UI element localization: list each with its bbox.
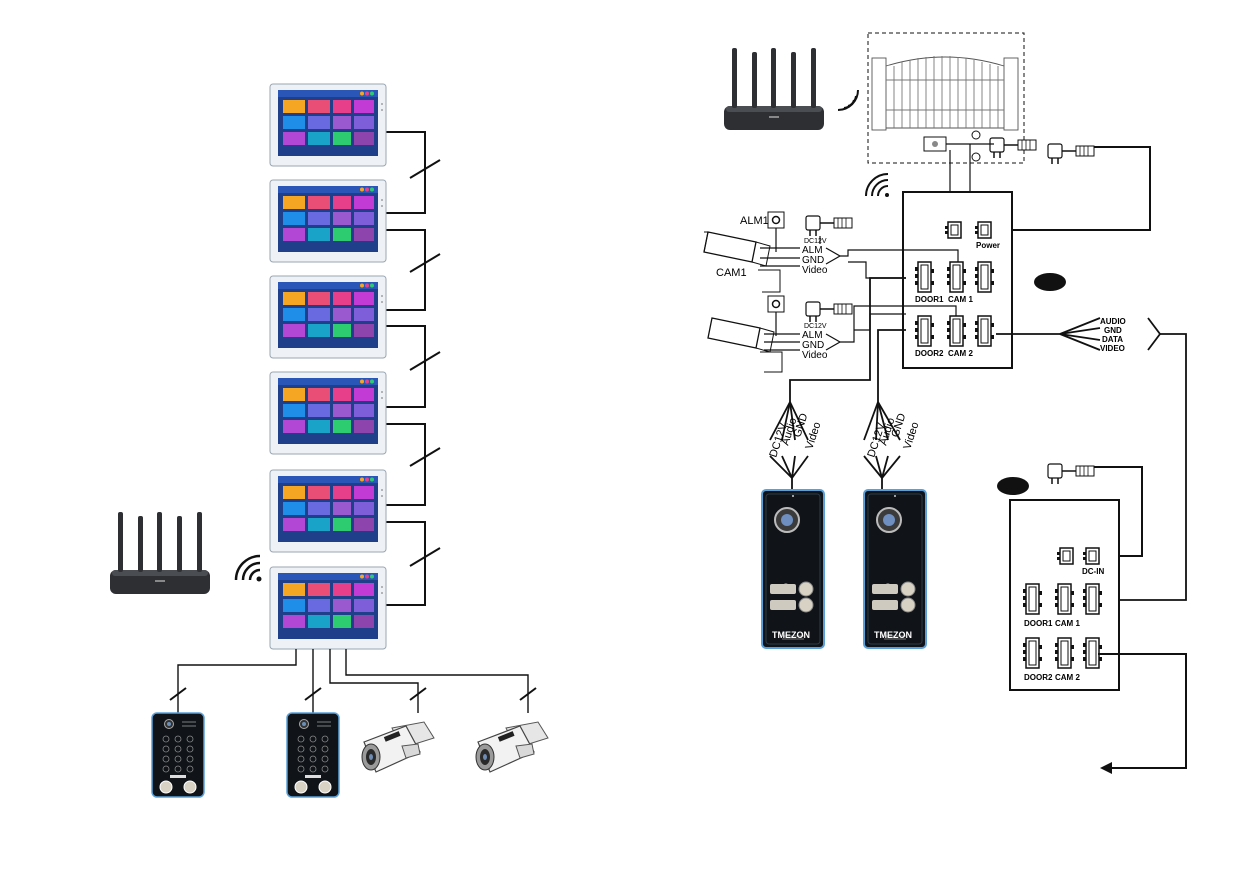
ext-cam1-port <box>1054 583 1075 615</box>
svg-text:DC12V: DC12V <box>804 238 827 245</box>
router-icon <box>724 48 824 130</box>
ext-port-label-door1: DOOR1 <box>1024 619 1053 628</box>
svg-text:DC12V: DC12V <box>804 323 827 330</box>
monitor-bus-wiring <box>386 131 441 606</box>
camera-adapter-icon <box>805 215 853 237</box>
svg-text:Video: Video <box>802 265 828 276</box>
svg-text:DATA: DATA <box>1102 335 1123 344</box>
monitor-3 <box>269 275 387 359</box>
svg-text:ALM: ALM <box>802 245 823 256</box>
monitor-6 <box>269 566 387 650</box>
gate-icon <box>871 56 1019 131</box>
door-station-1 <box>761 489 825 649</box>
monitor-4 <box>269 371 387 455</box>
bus-continuation-wire <box>1098 653 1187 769</box>
bus-wire-labels: AUDIO GND DATA VIDEO <box>1100 317 1126 353</box>
wifi-icon <box>837 89 859 111</box>
cam1-port <box>946 261 967 293</box>
cam2-port <box>946 315 967 347</box>
monitor-5 <box>269 469 387 553</box>
ext-cam2-port <box>1054 637 1075 669</box>
svg-text:GND: GND <box>802 255 824 266</box>
door1-wire-labels: DC12V Audio GND Video <box>767 412 823 459</box>
ext-bus-port <box>1082 583 1103 615</box>
alarm-sensor-icon <box>767 211 785 229</box>
ext-port-label-cam1: CAM 1 <box>1055 619 1080 628</box>
power-label: Power <box>976 241 1000 250</box>
unit-badge-2 <box>997 477 1029 495</box>
camera-1-label: CAM1 <box>716 267 747 279</box>
door2-port <box>914 315 935 347</box>
bus-wiring <box>996 317 1187 601</box>
door-station-2-brand: TMEZON <box>874 630 912 640</box>
door-station-1-brand: TMEZON <box>772 630 810 640</box>
monitor-2 <box>269 179 387 263</box>
port-label-door2: DOOR2 <box>915 349 944 358</box>
left-system <box>110 83 549 798</box>
svg-text:GND: GND <box>802 340 824 351</box>
ext-port-label-cam2: CAM 2 <box>1055 673 1080 682</box>
port-label-cam2: CAM 2 <box>948 349 973 358</box>
unit-badge <box>1034 273 1066 291</box>
wifi-icon <box>234 554 263 583</box>
ext-port-label-door2: DOOR2 <box>1024 673 1053 682</box>
wifi-icon <box>865 173 889 197</box>
door1-port <box>914 261 935 293</box>
bus-port <box>974 261 995 293</box>
port-label-door1: DOOR1 <box>915 295 944 304</box>
port-label-cam1: CAM 1 <box>948 295 973 304</box>
camera-adapter-icon-2 <box>805 301 853 323</box>
camera-2-wire-labels: DC12V ALM GND Video <box>802 323 828 361</box>
arrow-left-icon <box>1100 762 1112 774</box>
camera-1-icon <box>703 231 781 293</box>
power-adapter-icon-2 <box>1047 463 1095 485</box>
alarm-label: ALM1 <box>740 215 769 227</box>
power-port <box>974 221 992 239</box>
svg-text:ALM: ALM <box>802 330 823 341</box>
power-wire <box>1000 146 1151 231</box>
svg-text:AUDIO: AUDIO <box>1100 317 1126 326</box>
dcin-label: DC-IN <box>1082 567 1104 576</box>
camera-1-wire-labels: DC12V ALM GND Video <box>802 238 828 276</box>
alarm-sensor-icon-2 <box>767 295 785 313</box>
bus-port-2 <box>974 315 995 347</box>
monitor-1 <box>269 83 387 167</box>
gate-area <box>867 32 1025 164</box>
ext-lock-port <box>1056 547 1074 565</box>
door-station-2 <box>863 489 927 649</box>
svg-text:Video: Video <box>802 350 828 361</box>
svg-text:GND: GND <box>1104 326 1122 335</box>
ext-door1-port <box>1022 583 1043 615</box>
ext-door2-port <box>1022 637 1043 669</box>
electric-lock <box>923 130 1037 162</box>
svg-text:VIDEO: VIDEO <box>1100 344 1125 353</box>
keypad-station-1 <box>151 712 205 798</box>
camera-2 <box>475 721 549 773</box>
camera-1 <box>361 721 435 773</box>
keypad-station-2 <box>286 712 340 798</box>
right-wiring: Power DOOR1 CAM 1 DOOR2 CAM 2 ALM1 CAM1 … <box>703 32 1187 774</box>
router-icon <box>110 512 210 594</box>
device-wiring <box>169 649 537 713</box>
camera-2-icon <box>707 317 783 373</box>
door2-wire-labels: DC12V Audio GND Video <box>865 412 921 459</box>
lock-port <box>944 221 962 239</box>
power-adapter-icon <box>1047 143 1095 165</box>
door-station-wiring <box>769 277 906 490</box>
ext-dcin-port <box>1082 547 1100 565</box>
